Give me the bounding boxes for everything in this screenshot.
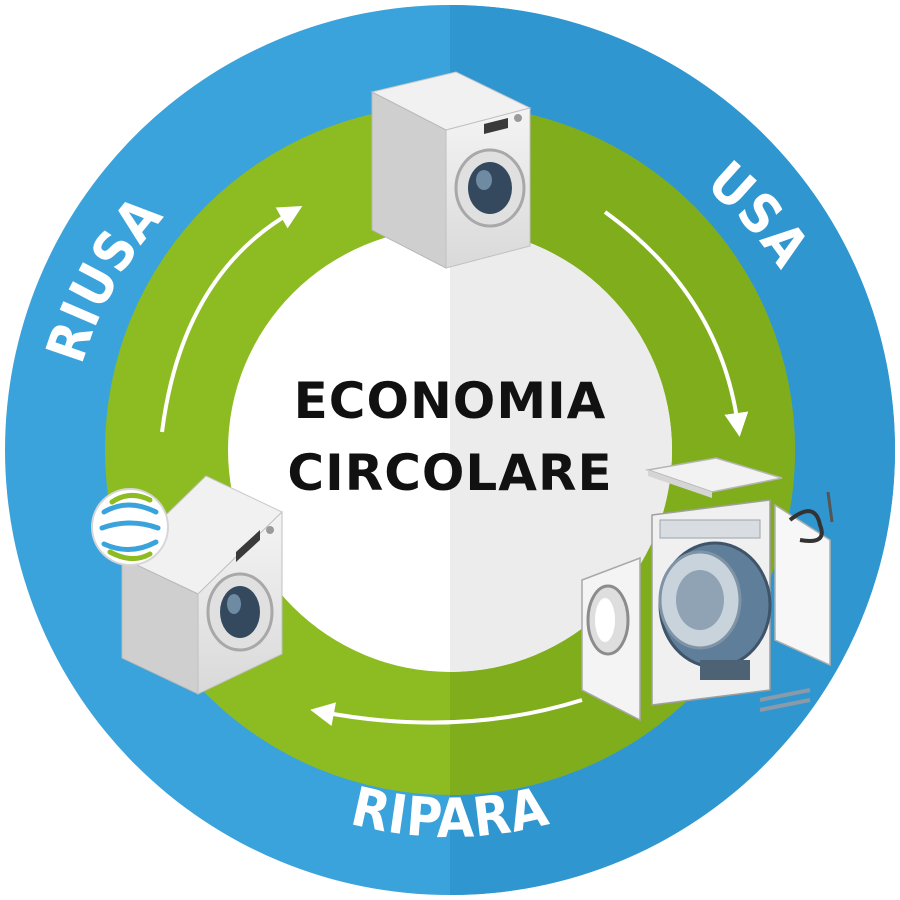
washing-machine-left-icon	[121, 475, 283, 695]
stage-label-repair: RIPARA	[346, 775, 554, 850]
arrow-reuse-to-use	[160, 206, 303, 433]
circular-arrows-badge-icon	[91, 488, 169, 566]
center-title-line2: CIRCOLARE	[287, 444, 612, 502]
washing-machine-top-icon	[370, 71, 532, 269]
arrow-repair-to-reuse	[310, 698, 583, 727]
arrow-use-to-repair	[603, 210, 749, 437]
disassembled-washing-machine-icon	[581, 457, 834, 722]
center-disc-shade	[450, 228, 672, 672]
center-title-line1: ECONOMIA	[294, 372, 607, 430]
